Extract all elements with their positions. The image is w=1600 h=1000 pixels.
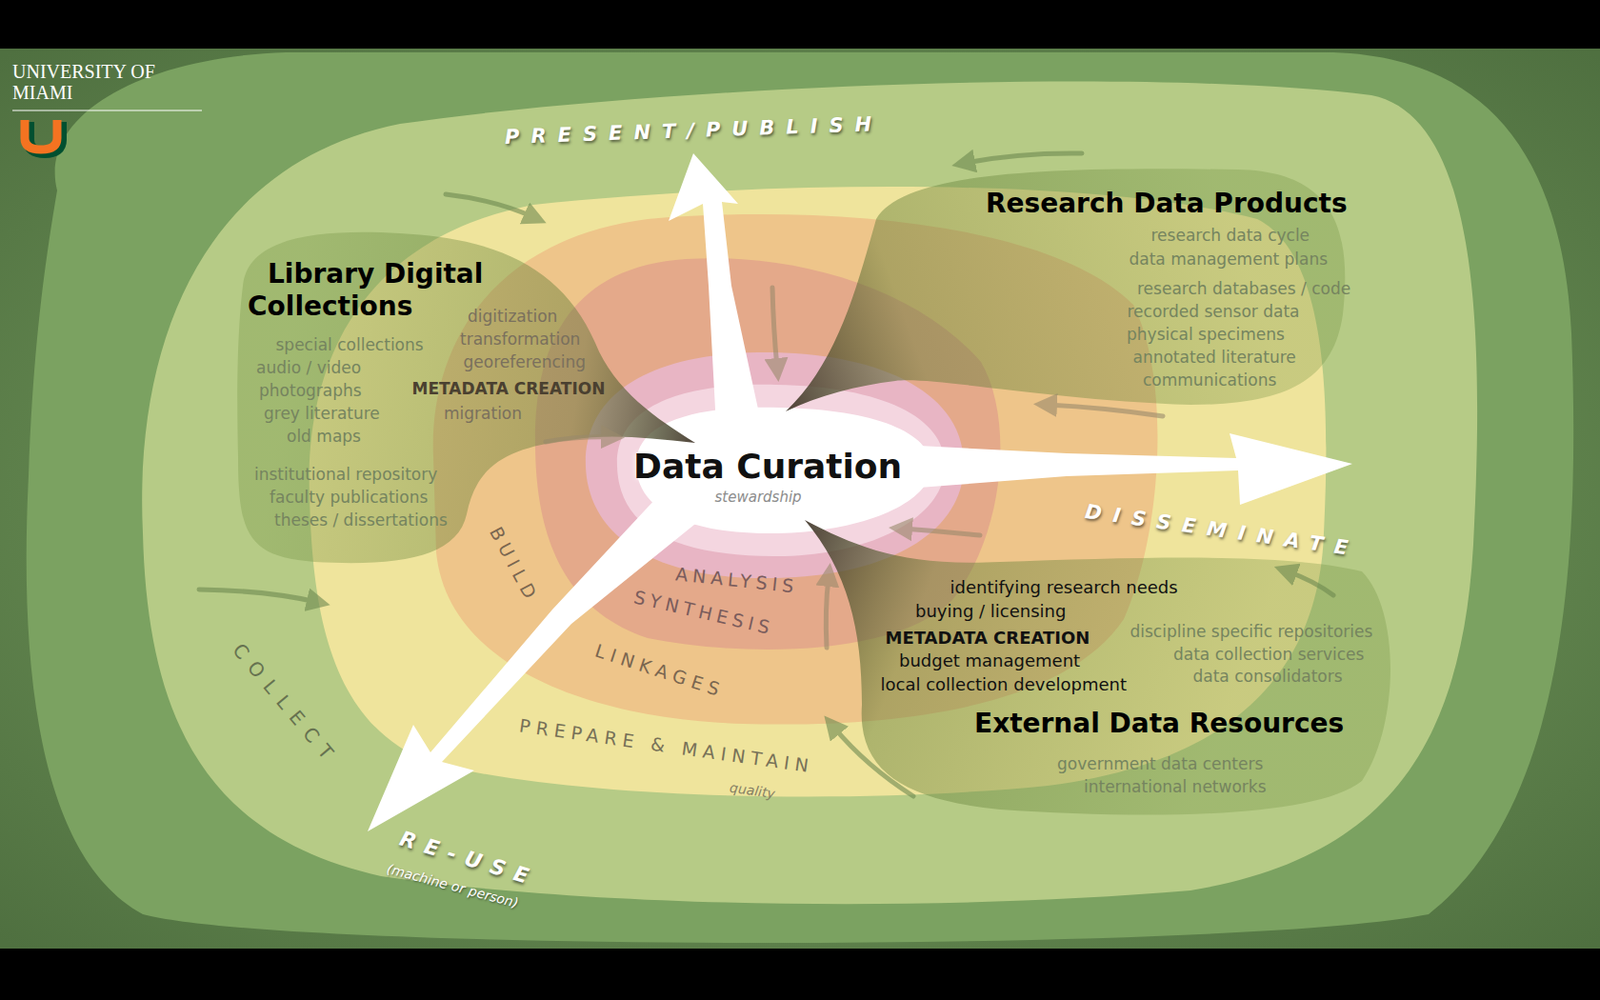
external-lobe — [804, 520, 1391, 816]
u-logo-mark — [24, 120, 58, 150]
item-text: METADATA CREATION — [412, 379, 606, 399]
item-text: local collection development — [880, 674, 1128, 696]
item-text: buying / licensing — [915, 600, 1066, 622]
flow-arrow — [199, 589, 317, 602]
item-text: digitization — [467, 306, 558, 326]
item-text: identifying research needs — [950, 577, 1179, 599]
ring-label: LINKAGES — [592, 639, 728, 702]
green-ground — [0, 48, 1600, 949]
item-text: annotated literature — [1133, 347, 1297, 367]
item-text: communications — [1142, 370, 1277, 390]
item-text: migration — [443, 403, 522, 423]
flow-label: PRESENT/PUBLISH — [503, 112, 883, 150]
ring-label: SYNTHESIS — [631, 585, 777, 640]
item-text: recorded sensor data — [1127, 301, 1300, 321]
item-text: georeferencing — [463, 352, 587, 372]
ring-label: ANALYSIS — [674, 562, 800, 598]
item-text: data consolidators — [1193, 666, 1343, 686]
item-text: transformation — [460, 329, 580, 349]
hub-subtitle: stewardship — [715, 488, 802, 506]
flow-arrow — [1287, 571, 1334, 596]
external-region: External Data Resources identifying resea… — [873, 569, 1381, 804]
ring-note: quality — [728, 779, 777, 801]
u-logo — [24, 120, 61, 153]
ring-label: BUILD — [484, 522, 543, 607]
item-text: grey literature — [263, 403, 380, 423]
item-text: theses / dissertations — [274, 510, 448, 530]
library-region: Library Digital Collectionsspecial colle… — [240, 250, 614, 538]
item-text: institutional repository — [254, 464, 438, 484]
logo-rule — [12, 110, 202, 112]
flow-label: DISSEMINATE — [1083, 499, 1361, 561]
library-lobe — [237, 232, 696, 563]
item-text: research databases / code — [1137, 279, 1351, 299]
flow-arrow — [1047, 404, 1163, 417]
curation-hub: Data Curation stewardship — [625, 440, 910, 514]
item-text: special collections — [276, 335, 424, 355]
region-heading: External Data Resources — [974, 707, 1344, 740]
region-heading: Research Data Products — [985, 187, 1348, 220]
item-text: data collection services — [1173, 644, 1364, 664]
item-text: audio / video — [256, 358, 361, 378]
item-text: old maps — [286, 426, 361, 446]
item-text: research data cycle — [1151, 225, 1311, 245]
logo-text: UNIVERSITY OF MIAMI — [12, 60, 165, 103]
hub-title: Data Curation — [633, 447, 902, 486]
item-text: physical specimens — [1126, 324, 1285, 344]
flow-arrow — [445, 194, 534, 218]
item-text: photographs — [259, 380, 362, 400]
flow-arrow — [772, 287, 778, 368]
flow-arrow — [545, 437, 611, 442]
ring-label: COLLECT — [227, 639, 344, 772]
flow-arrow — [825, 577, 829, 648]
item-text: government data centers — [1057, 754, 1263, 774]
item-text: international networks — [1083, 777, 1267, 797]
research-region: Research Data Products research data cycl… — [978, 180, 1359, 398]
item-text: METADATA CREATION — [885, 627, 1091, 649]
item-text: budget management — [899, 650, 1080, 672]
outer-region — [26, 52, 1574, 943]
publish-arrow — [668, 153, 762, 427]
disseminate-arrow — [919, 433, 1353, 505]
flow-arrow — [965, 153, 1082, 163]
flow-arrow — [902, 528, 980, 536]
collect-ring — [141, 81, 1478, 905]
item-text: faculty publications — [269, 487, 428, 507]
item-text: discipline specific repositories — [1130, 621, 1374, 641]
item-text: data management plans — [1129, 249, 1329, 269]
flow-arrow — [833, 726, 914, 797]
ring-label: PREPARE & MAINTAIN — [518, 714, 816, 778]
